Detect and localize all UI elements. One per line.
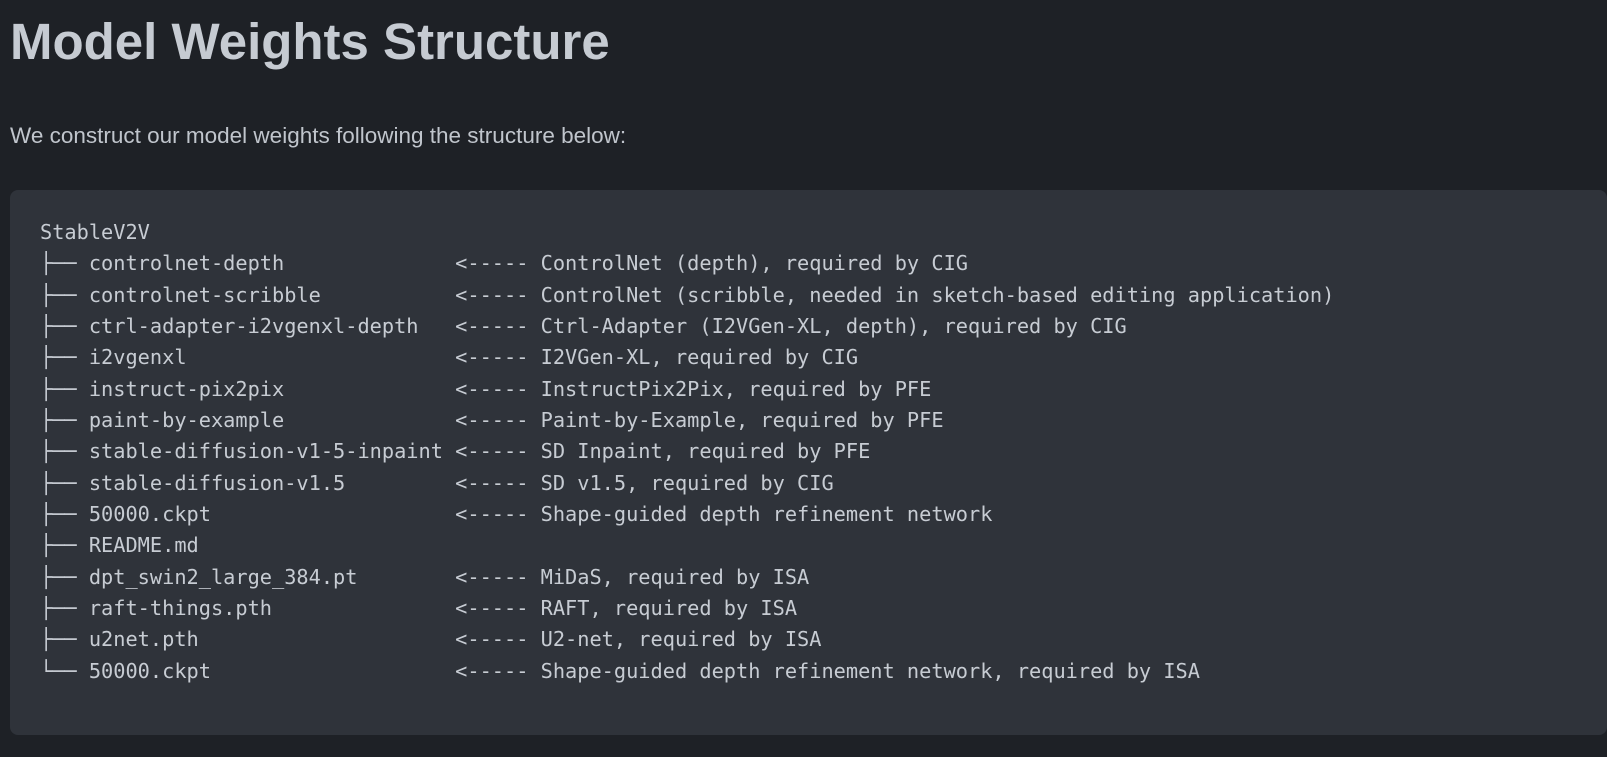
tree-line: └── 50000.ckpt <----- Shape-guided depth… [40, 658, 1200, 683]
tree-line: ├── README.md [40, 533, 199, 558]
tree-line: ├── raft-things.pth <----- RAFT, require… [40, 595, 798, 620]
tree-line: ├── instruct-pix2pix <----- InstructPix2… [40, 376, 932, 401]
readme-content: Model Weights Structure We construct our… [0, 12, 1607, 735]
tree-line: ├── i2vgenxl <----- I2VGen-XL, required … [40, 345, 859, 370]
tree-line: ├── controlnet-scribble <----- ControlNe… [40, 282, 1335, 307]
tree-line: ├── stable-diffusion-v1-5-inpaint <-----… [40, 439, 871, 464]
intro-text: We construct our model weights following… [10, 123, 627, 148]
tree-line: ├── dpt_swin2_large_384.pt <----- MiDaS,… [40, 564, 810, 589]
weights-tree: StableV2V ├── controlnet-depth <----- Con… [10, 190, 1607, 735]
tree-line: StableV2V [40, 220, 150, 244]
tree-line: ├── paint-by-example <----- Paint-by-Exa… [40, 407, 944, 432]
tree-line: ├── u2net.pth <----- U2-net, required by… [40, 627, 822, 652]
tree-line: ├── 50000.ckpt <----- Shape-guided depth… [40, 501, 993, 526]
tree-line: ├── stable-diffusion-v1.5 <----- SD v1.5… [40, 470, 834, 495]
page-title: Model Weights Structure [10, 13, 610, 70]
tree-line: ├── ctrl-adapter-i2vgenxl-depth <----- C… [40, 313, 1127, 338]
tree-line: ├── controlnet-depth <----- ControlNet (… [40, 251, 968, 276]
code-block: StableV2V ├── controlnet-depth <----- Con… [10, 190, 1607, 735]
